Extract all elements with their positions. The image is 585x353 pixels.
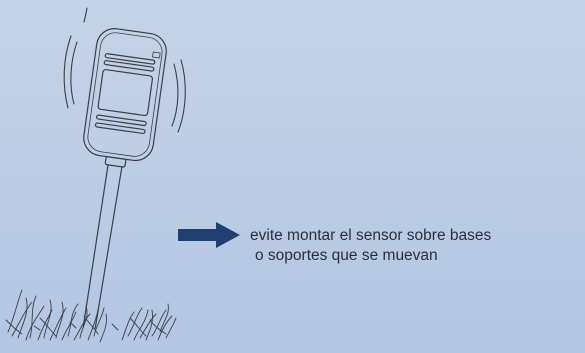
right-arrow-icon [178, 222, 240, 248]
grass-icon [5, 289, 177, 343]
instruction-line-1: evite montar el sensor sobre bases [250, 227, 492, 244]
instruction-text: evite montar el sensor sobre bases o sop… [250, 226, 585, 266]
motion-sensor-icon [82, 28, 167, 330]
vibration-marks-icon [63, 7, 186, 133]
instruction-line-2: o soportes que se muevan [255, 247, 438, 264]
